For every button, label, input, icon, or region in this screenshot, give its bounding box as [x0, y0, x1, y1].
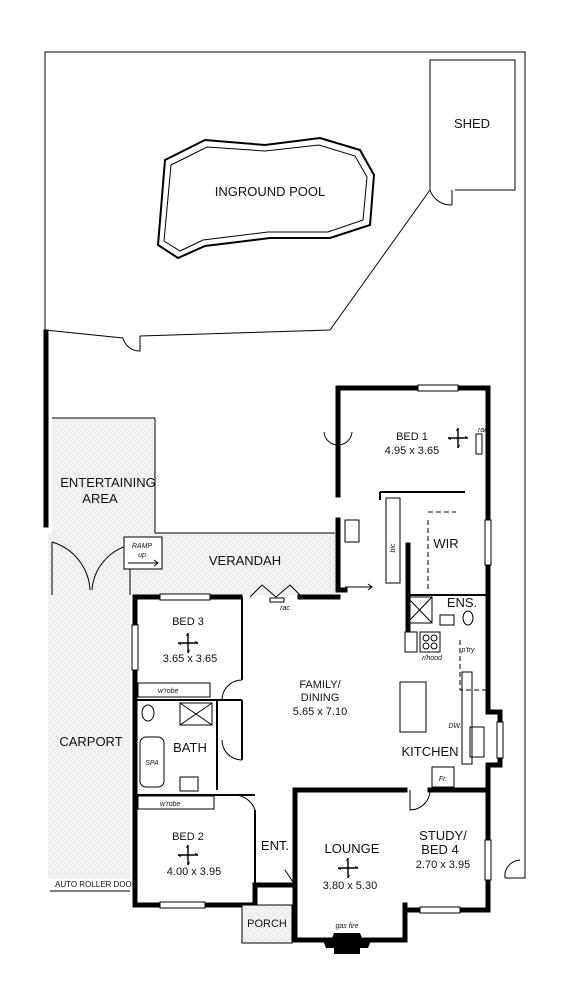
verandah-label: VERANDAH [209, 553, 281, 568]
rhood-label: r/hood [422, 655, 443, 662]
entertaining-label-2: AREA [82, 491, 118, 506]
spa-bath-icon [139, 736, 165, 788]
bath-vanity-icon [179, 776, 199, 792]
bed2-size: 4.00 x 3.95 [167, 866, 221, 878]
bath-shower [179, 702, 213, 726]
carport-label: CARPORT [59, 734, 122, 749]
kitchen-island [399, 681, 427, 733]
porch-paving [241, 904, 293, 944]
ent-label: ENT. [261, 838, 289, 853]
verandah-paving [130, 533, 335, 595]
bic-label: bic [390, 543, 397, 552]
fridge-space [431, 766, 455, 788]
bed3-wardrobe [137, 682, 211, 698]
pantry-label: p'try [460, 647, 475, 654]
lounge-size: 3.80 x 5.30 [323, 880, 377, 892]
pantry-shelf [459, 640, 486, 691]
ramp [123, 536, 163, 570]
bed3-wrobe-label: w'robe [158, 688, 179, 695]
spa-label: SPA [145, 760, 159, 767]
verandah-arrow [345, 583, 373, 591]
kitchen-bench [461, 671, 473, 765]
ramp-arrow [128, 559, 159, 567]
porch-label: PORCH [247, 918, 287, 930]
oven-icon [404, 631, 418, 653]
bed2-name: BED 2 [172, 831, 204, 843]
entertaining-paving [52, 418, 155, 533]
carport-paving [48, 533, 130, 879]
bath-toilet-icon [141, 704, 155, 722]
rac-vent-icon [269, 597, 285, 603]
doors [221, 431, 521, 886]
bed3-name: BED 3 [172, 616, 204, 628]
lounge-name: LOUNGE [325, 841, 380, 856]
lounge-ceiling-fan-icon [337, 857, 359, 879]
shed [429, 59, 516, 206]
bed2-ceiling-fan-icon [177, 844, 199, 866]
kitchen-label: KITCHEN [401, 744, 458, 759]
bed1-size: 4.95 x 3.65 [385, 445, 439, 457]
pool [156, 136, 376, 260]
ens-toilet-icon [462, 610, 474, 626]
bed1-rac: rac [478, 427, 488, 434]
study-label-2: BED 4 [421, 842, 459, 857]
property-boundary [44, 51, 526, 879]
bed1-name: BED 1 [396, 431, 428, 443]
gas-fire-label: gas fire [336, 923, 359, 930]
kitchen-sink-icon [469, 726, 485, 758]
bed2-wardrobe [137, 795, 215, 810]
dw-label: DW. [448, 723, 461, 730]
wir-rail [427, 511, 456, 590]
study-label-1: STUDY/ [419, 828, 467, 843]
bed3-size: 3.65 x 3.65 [163, 653, 217, 665]
family-rac: rac [280, 605, 290, 612]
family-size: 5.65 x 7.10 [293, 706, 347, 718]
ens-basin-icon [439, 614, 455, 626]
yard-door [122, 336, 141, 352]
fridge-label: Fr. [439, 776, 447, 783]
entertaining-label-1: ENTERTAINING [60, 475, 156, 490]
shed-label: SHED [454, 116, 490, 131]
ens-label: ENS. [447, 595, 477, 610]
family-label-1: FAMILY/ [299, 679, 341, 691]
study-size: 2.70 x 3.95 [416, 859, 470, 871]
house-walls [132, 385, 503, 943]
ens-shower [406, 596, 433, 624]
bic-cupboard [385, 497, 401, 584]
ramp-label-2: up [138, 552, 146, 559]
bed3-ceiling-fan-icon [177, 632, 199, 654]
laundry-tub-icon [344, 519, 360, 543]
ramp-label-1: RAMP [132, 543, 153, 550]
family-label-2: DINING [301, 692, 340, 704]
windows [131, 384, 504, 914]
rac-unit-icon [475, 433, 483, 455]
wir-label: WIR [433, 536, 458, 551]
bed1-ceiling-fan-icon [447, 427, 469, 449]
bed2-wrobe-label: w'robe [160, 801, 181, 808]
bath-label: BATH [173, 740, 207, 755]
pool-label: INGROUND POOL [215, 184, 326, 199]
roller-door-label: AUTO ROLLER DOOR [55, 880, 138, 889]
cooktop-icon [419, 631, 441, 653]
